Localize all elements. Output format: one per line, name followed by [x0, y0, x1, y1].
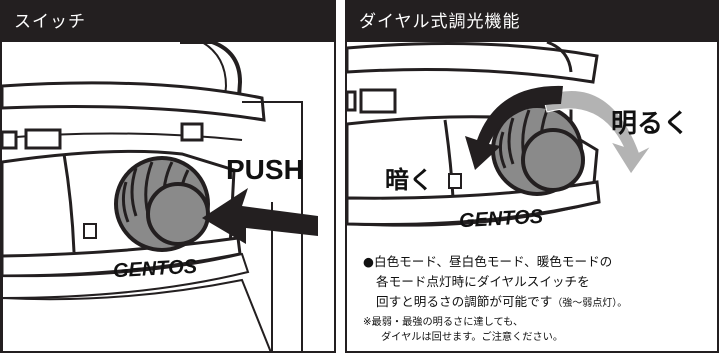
description-line-2: 各モード点灯時にダイヤルスイッチを	[376, 274, 590, 289]
brand-logo-left: GENTOS	[112, 255, 198, 283]
lantern-dial-illustration	[347, 42, 652, 227]
note-line-1: ※最弱・最強の明るさに達しても、	[363, 317, 524, 328]
caution-note: ※最弱・最強の明るさに達しても、 ダイヤルは回せます。ご注意ください。	[363, 315, 715, 345]
description-line-3: 回すと明るさの調節が可能です（強～弱点灯）。	[363, 292, 715, 314]
note-line-2: ダイヤルは回せます。ご注意ください。	[381, 332, 564, 343]
darker-label: 暗く	[383, 160, 435, 195]
lantern-switch-illustration	[2, 42, 318, 351]
dial-panel-title: ダイヤル式調光機能	[347, 2, 717, 42]
dial-dimmer-panel: ダイヤル式調光機能	[345, 0, 719, 353]
description-range-note: （強～弱点灯）。	[552, 298, 628, 309]
description-line-1: ●白色モード、昼白色モード、暖色モードの	[363, 254, 613, 269]
switch-panel-title: スイッチ	[2, 2, 334, 42]
switch-panel: スイッチ	[0, 0, 336, 353]
description-line-3-main: 回すと明るさの調節が可能です	[376, 294, 553, 309]
brighter-label: 明るく	[611, 109, 690, 139]
push-label: PUSH	[226, 154, 304, 185]
dial-description: ●白色モード、昼白色モード、暖色モードの 各モード点灯時にダイヤルスイッチを 回…	[363, 252, 715, 314]
brand-logo-right: GENTOS	[458, 205, 544, 233]
